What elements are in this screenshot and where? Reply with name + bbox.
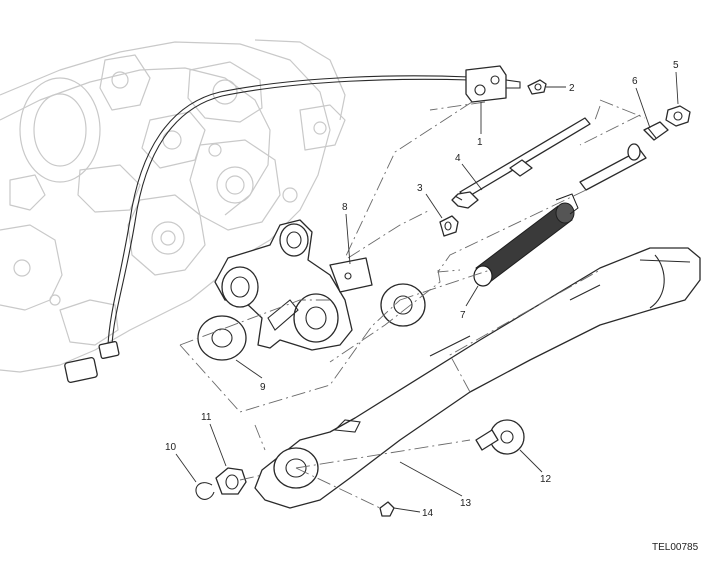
circlip bbox=[195, 482, 215, 500]
callout-5: 5 bbox=[673, 60, 679, 71]
callout-14: 14 bbox=[422, 508, 434, 519]
engine-casing-outline bbox=[0, 39, 346, 373]
assembly-lines bbox=[179, 99, 646, 509]
callout-7: 7 bbox=[460, 310, 466, 321]
pin-bolt bbox=[665, 105, 691, 127]
callout-13: 13 bbox=[460, 498, 472, 509]
leader-lines bbox=[175, 71, 679, 513]
spring-pin bbox=[579, 121, 669, 191]
callout-labels: 1 2 3 4 5 6 7 8 9 10 11 12 13 14 bbox=[165, 60, 679, 519]
callout-6: 6 bbox=[632, 76, 638, 87]
callout-2: 2 bbox=[569, 83, 575, 94]
sidestand-sensor-cable bbox=[64, 75, 471, 383]
callout-3: 3 bbox=[417, 183, 423, 194]
washer-right bbox=[380, 283, 426, 327]
drawing-reference-code: TEL00785 bbox=[652, 542, 699, 553]
stand-screw bbox=[379, 501, 395, 517]
callout-12: 12 bbox=[540, 474, 552, 485]
sidestand-switch-sensor bbox=[465, 65, 521, 103]
small-bushing bbox=[439, 215, 459, 237]
pivot-pin bbox=[451, 117, 591, 209]
return-spring bbox=[473, 193, 579, 287]
callout-9: 9 bbox=[260, 382, 266, 393]
washer-left bbox=[197, 315, 247, 361]
sensor-screw bbox=[527, 79, 547, 95]
callout-10: 10 bbox=[165, 442, 177, 453]
lock-nut bbox=[215, 467, 247, 495]
callout-8: 8 bbox=[342, 202, 348, 213]
sidestand-bracket bbox=[214, 219, 373, 351]
callout-1: 1 bbox=[477, 137, 483, 148]
stand-pivot-bolt bbox=[475, 419, 525, 455]
callout-4: 4 bbox=[455, 153, 461, 164]
callout-11: 11 bbox=[201, 412, 212, 423]
